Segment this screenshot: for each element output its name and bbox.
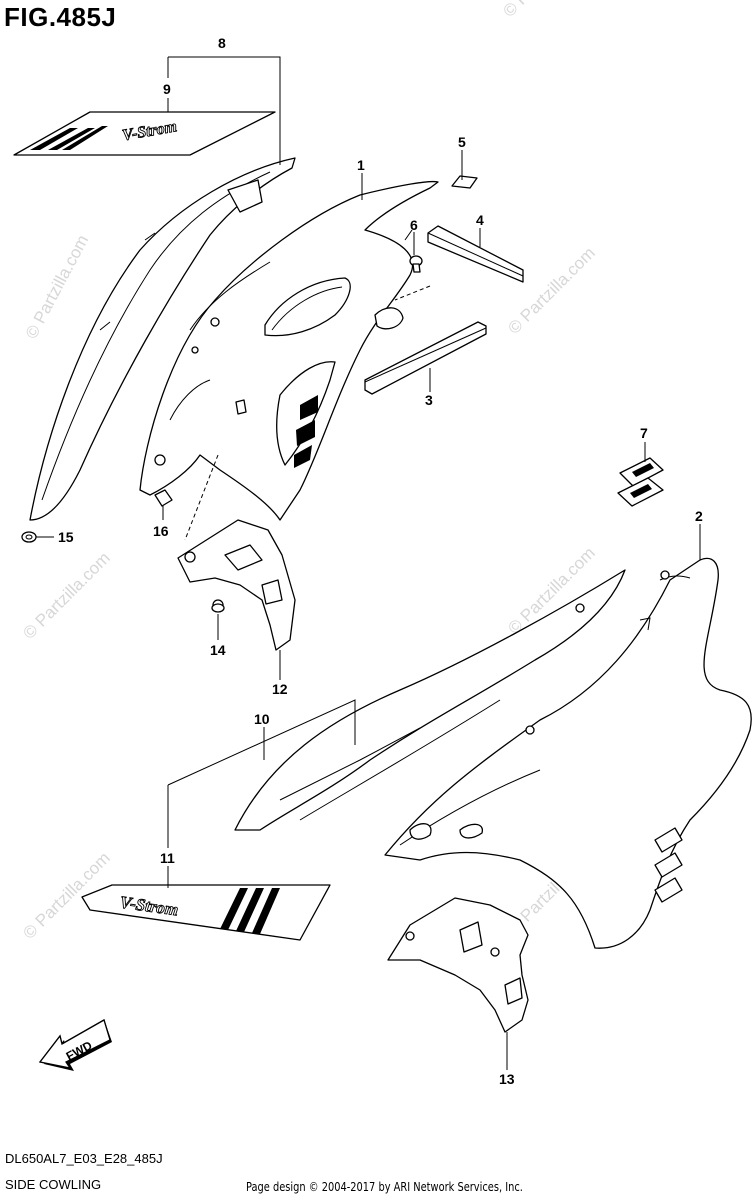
- watermark: © Partzilla.com: [22, 232, 93, 342]
- section-name: SIDE COWLING: [5, 1177, 102, 1192]
- leader-lines: [36, 56, 701, 1070]
- model-code: DL650AL7_E03_E28_485J: [5, 1151, 163, 1166]
- part-nut-16: [154, 489, 173, 507]
- part-decal-11: V-Strom: [81, 884, 331, 941]
- part-front-cowl: [384, 557, 752, 949]
- part-bracket-12: [177, 519, 296, 651]
- callout-14: 14: [210, 642, 226, 658]
- callout-3: 3: [425, 392, 433, 408]
- callout-13: 13: [499, 1071, 515, 1087]
- part-bracket-13: [387, 897, 529, 1033]
- part-decal-lower: [234, 569, 626, 831]
- callout-12: 12: [272, 681, 288, 697]
- callout-10: 10: [254, 711, 270, 727]
- callout-9: 9: [163, 81, 171, 97]
- part-emblem-7: [617, 457, 664, 507]
- callout-6: 6: [410, 217, 418, 233]
- part-clip-15: [21, 531, 37, 543]
- callout-5: 5: [458, 134, 466, 150]
- part-pad-5: [451, 175, 478, 189]
- part-decal-upper: V-Strom: [13, 111, 276, 156]
- part-foam-strip-3: [364, 321, 487, 395]
- part-upper-trim: [29, 157, 296, 521]
- part-foam-strip-4: [427, 225, 524, 283]
- callout-1: 1: [357, 157, 365, 173]
- part-side-cover: [139, 180, 439, 541]
- callout-11: 11: [160, 850, 175, 866]
- page-credit: Page design © 2004-2017 by ARI Network S…: [246, 1180, 523, 1194]
- watermark: © Partzilla.com: [504, 243, 598, 337]
- callout-4: 4: [476, 212, 484, 228]
- callout-7: 7: [640, 425, 648, 441]
- forward-arrow-badge: FWD: [38, 1019, 112, 1071]
- callout-15: 15: [58, 529, 74, 545]
- callout-16: 16: [153, 523, 169, 539]
- callout-labels: 1 2 3 4 5 6 7 8 9 10 11 12 13 14 15 16: [58, 35, 703, 1087]
- part-bolt-14: [211, 603, 225, 613]
- callout-2: 2: [695, 508, 703, 524]
- figure-title: FIG.485J: [4, 2, 117, 32]
- watermark: © Partzilla.com: [499, 0, 593, 21]
- part-screw-6: [409, 255, 423, 273]
- callout-8: 8: [218, 35, 226, 51]
- watermark: © Partzilla.com: [19, 548, 113, 642]
